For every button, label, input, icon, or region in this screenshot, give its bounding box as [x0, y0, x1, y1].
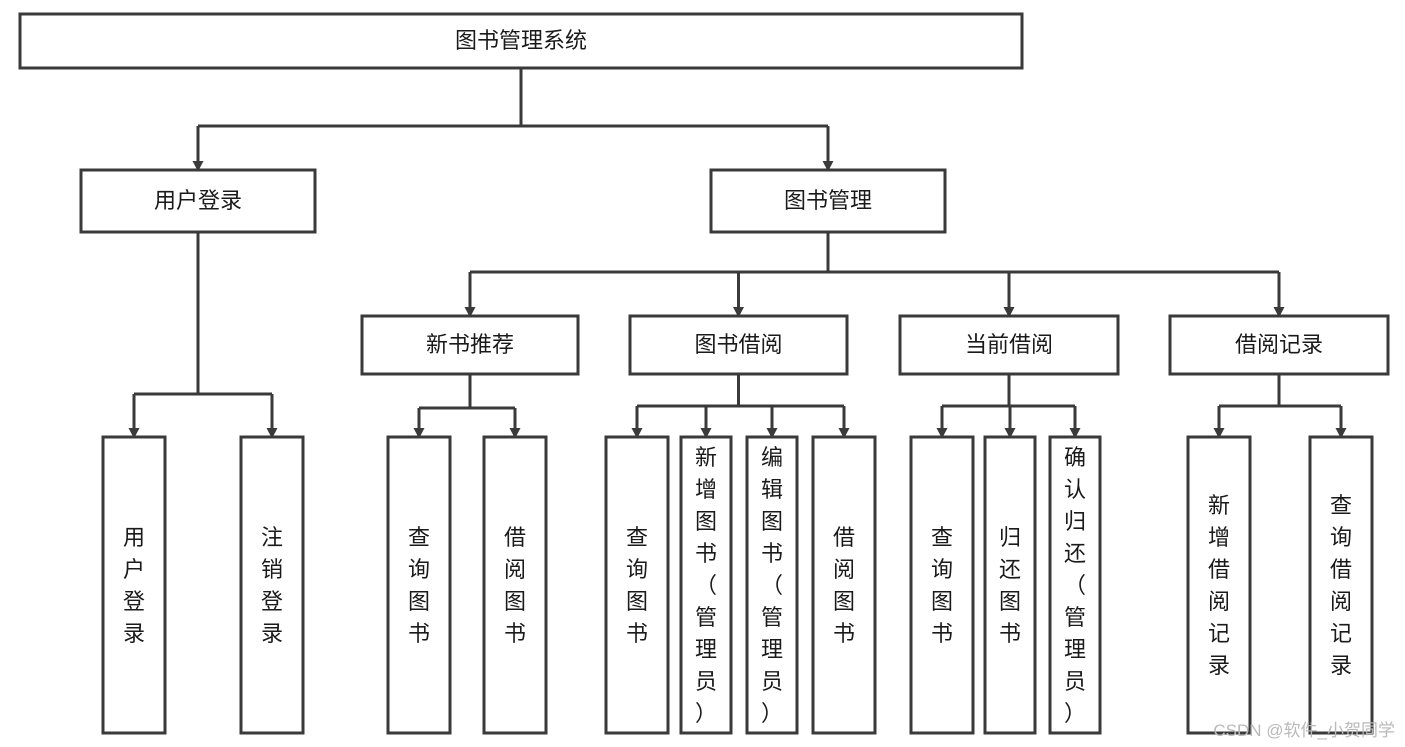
node-label: 图书管理: [784, 188, 872, 213]
node-label: 新书推荐: [426, 332, 514, 357]
node-level3-2[interactable]: 当前借阅: [898, 314, 1120, 376]
node-level2-0[interactable]: 用户登录: [79, 168, 317, 234]
node-level3-1[interactable]: 图书借阅: [628, 314, 849, 376]
node-label: 编辑图书（管理员）: [761, 445, 783, 726]
node-leaf-12[interactable]: 查询借阅记录: [1308, 435, 1374, 735]
node-label: 确认归还（管理员）: [1064, 445, 1086, 726]
node-leaf-8[interactable]: 查询图书: [909, 435, 975, 735]
node-root[interactable]: 图书管理系统: [18, 12, 1024, 70]
node-label: 查询图书: [626, 525, 648, 646]
node-label: 当前借阅: [965, 332, 1053, 357]
node-label: 图书管理系统: [455, 28, 587, 53]
node-level3-3[interactable]: 借阅记录: [1168, 314, 1390, 376]
node-leaf-6[interactable]: 编辑图书（管理员）: [745, 435, 799, 735]
node-label: 查询图书: [931, 525, 953, 646]
connector-layer: [128, 68, 1347, 439]
node-label: 查询图书: [408, 525, 430, 646]
node-label: 图书借阅: [694, 332, 782, 357]
node-leaf-4[interactable]: 查询图书: [604, 435, 670, 735]
node-leaf-0[interactable]: 用户登录: [101, 435, 167, 735]
node-leaf-3[interactable]: 借阅图书: [482, 435, 548, 735]
node-level2-1[interactable]: 图书管理: [709, 168, 947, 234]
node-leaf-5[interactable]: 新增图书（管理员）: [679, 435, 733, 735]
node-level3-0[interactable]: 新书推荐: [360, 314, 580, 376]
node-label: 借阅图书: [833, 525, 855, 646]
node-label: 用户登录: [154, 188, 242, 213]
node-label: 查询借阅记录: [1330, 493, 1352, 678]
node-label: 借阅图书: [504, 525, 526, 646]
node-label: 新增图书（管理员）: [695, 445, 717, 726]
node-label: 归还图书: [999, 525, 1021, 646]
node-label: 借阅记录: [1235, 332, 1323, 357]
node-leaf-1[interactable]: 注销登录: [239, 435, 305, 735]
node-label: 注销登录: [261, 525, 283, 646]
node-label: 新增借阅记录: [1208, 493, 1230, 678]
node-leaf-9[interactable]: 归还图书: [983, 435, 1037, 735]
node-label: 用户登录: [123, 525, 145, 646]
node-leaf-11[interactable]: 新增借阅记录: [1186, 435, 1252, 735]
node-leaf-2[interactable]: 查询图书: [386, 435, 452, 735]
node-leaf-10[interactable]: 确认归还（管理员）: [1048, 435, 1102, 735]
node-layer: 图书管理系统用户登录图书管理新书推荐图书借阅当前借阅借阅记录用户登录注销登录查询…: [18, 12, 1390, 735]
node-leaf-7[interactable]: 借阅图书: [811, 435, 877, 735]
